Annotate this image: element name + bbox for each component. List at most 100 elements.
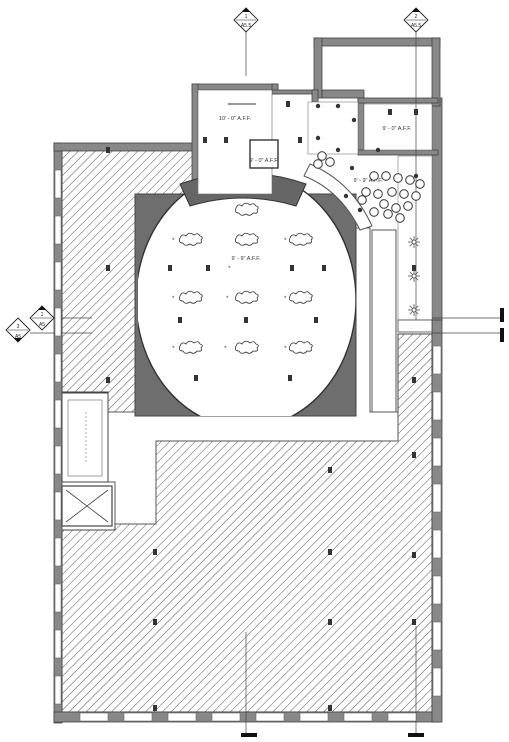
light-fixture — [412, 377, 416, 383]
pendant-ring — [357, 195, 367, 205]
window-left — [54, 399, 62, 429]
window-left — [54, 583, 62, 613]
spotlight — [315, 135, 321, 141]
svg-text:A5: A5 — [39, 322, 45, 328]
pendant-ring — [403, 201, 413, 211]
light-fixture — [206, 265, 210, 271]
sprinkler-mark: ⁎ — [224, 344, 227, 350]
pendant-ring — [395, 213, 405, 223]
pendant-ring — [391, 203, 401, 213]
elevator-box — [61, 485, 113, 527]
light-fixture — [412, 452, 416, 458]
pendant-ring — [369, 171, 379, 181]
window-left — [54, 629, 62, 659]
light-fixture — [286, 101, 290, 107]
spotlight — [351, 117, 357, 123]
pendant-ring — [373, 189, 383, 199]
light-fixture — [288, 375, 292, 381]
window-bottom — [343, 712, 373, 722]
window-bottom — [79, 712, 109, 722]
section-marker-left-1: 1 A5 — [29, 305, 55, 331]
light-fixture — [106, 147, 110, 153]
window-left — [54, 169, 62, 199]
window-left — [54, 445, 62, 475]
light-fixture — [244, 317, 248, 323]
sprinkler-mark: ⁎ — [172, 294, 175, 300]
light-fixture — [178, 317, 182, 323]
light-fixture — [106, 265, 110, 271]
window-left — [54, 491, 62, 521]
spotlight — [413, 173, 419, 179]
ceiling-cloud — [235, 232, 259, 246]
spotlight — [375, 147, 381, 153]
ceiling-cloud — [235, 340, 259, 354]
light-fixture — [328, 467, 332, 473]
window-right — [432, 437, 442, 467]
pendant-ring — [379, 199, 389, 209]
ceiling-height-label: 9' - 0" A.F.F. — [250, 158, 279, 164]
svg-text:1: 1 — [245, 14, 248, 20]
window-openings — [54, 169, 442, 722]
light-fixture — [322, 265, 326, 271]
window-left — [54, 261, 62, 291]
sprinkler-mark: ⁎ — [172, 236, 175, 242]
svg-text:A5.5: A5.5 — [411, 23, 422, 29]
window-left — [54, 215, 62, 245]
light-fixture — [328, 549, 332, 555]
light-fixture — [328, 705, 332, 711]
ceiling-cloud-fixtures: ⁎⁎⁎⁎⁎⁎⁎⁎⁎ — [172, 202, 313, 354]
planter — [411, 239, 417, 245]
light-fixture — [153, 619, 157, 625]
pendant-ring — [383, 209, 393, 219]
window-left — [54, 353, 62, 383]
ceiling-cloud — [179, 290, 203, 304]
window-bottom — [299, 712, 329, 722]
spotlight — [315, 103, 321, 109]
pendant-ring — [393, 173, 403, 183]
pendant-ring — [411, 191, 421, 201]
section-marker-left-3: 3 A5 — [5, 317, 31, 343]
stair-room — [61, 392, 109, 483]
light-fixture — [194, 375, 198, 381]
window-left — [54, 307, 62, 337]
corridor — [107, 227, 399, 525]
pendant-ring — [325, 157, 335, 167]
light-fixture — [412, 552, 416, 558]
svg-text:A5.5: A5.5 — [241, 23, 252, 29]
light-fixture — [412, 619, 416, 625]
ceiling-height-label: 9' - 9" A.F.F. — [354, 178, 383, 184]
pendant-ring — [313, 159, 323, 169]
light-fixtures — [106, 101, 419, 711]
window-right — [432, 529, 442, 559]
pendant-ring — [399, 189, 409, 199]
planter-symbols — [408, 236, 420, 316]
sprinkler-mark: ⁎ — [226, 294, 229, 300]
sprinkler-mark: ⁎ — [284, 236, 287, 242]
svg-text:3: 3 — [17, 324, 20, 330]
light-fixture — [388, 109, 392, 115]
pendant-ring — [369, 207, 379, 217]
window-right — [432, 345, 442, 375]
section-marker-top-2: 2 A5.5 — [403, 7, 429, 33]
light-fixture — [298, 137, 302, 143]
window-left — [54, 675, 62, 705]
light-fixture — [203, 137, 207, 143]
window-right — [432, 391, 442, 421]
svg-text:2: 2 — [415, 14, 418, 20]
ceiling-height-label: 9' - 0" A.F.F. — [383, 126, 412, 132]
spotlight — [343, 193, 349, 199]
window-right — [432, 575, 442, 605]
section-marker-top-1: 1 A5.5 — [233, 7, 259, 33]
pendant-ring — [387, 187, 397, 197]
svg-text:A5: A5 — [15, 334, 21, 340]
spotlight — [357, 207, 363, 213]
light-fixture — [224, 137, 228, 143]
ceiling-height-label: 10' - 0" A.F.F. — [219, 116, 252, 122]
light-fixture — [414, 109, 418, 115]
sprinkler-mark: ⁎ — [228, 264, 231, 270]
pendant-ring-fixtures — [313, 151, 425, 223]
light-fixture — [314, 317, 318, 323]
window-bottom — [255, 712, 285, 722]
spotlight — [335, 103, 341, 109]
